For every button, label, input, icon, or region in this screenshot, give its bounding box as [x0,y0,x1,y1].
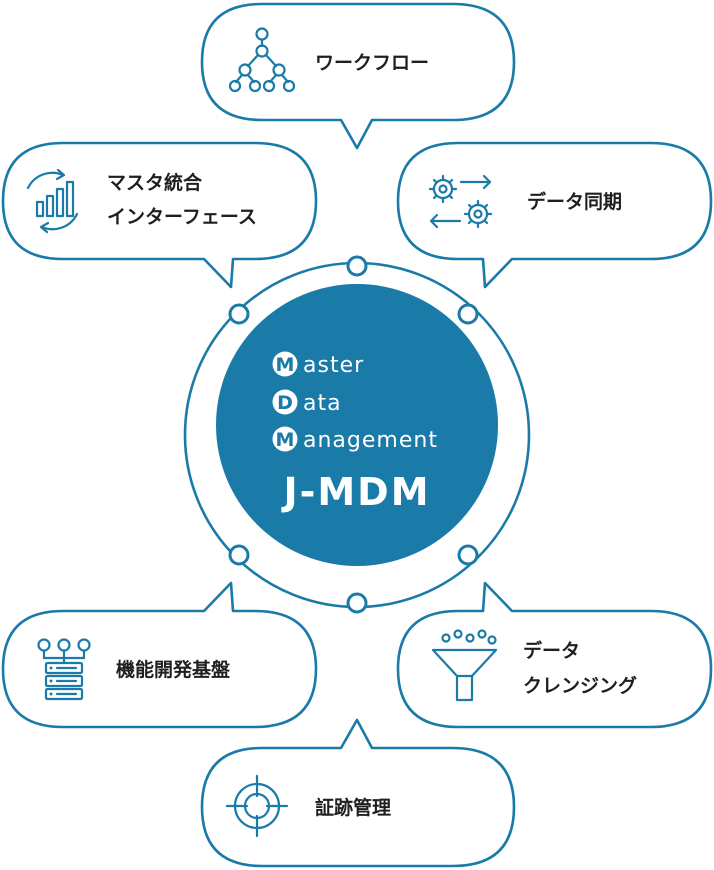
bubble-label: マスタ統合 [107,171,203,194]
bubble-label: 証跡管理 [315,796,391,819]
bubble-label: 機能開発基盤 [116,658,231,681]
ring-node-top-right [457,303,479,325]
core-initial: D [277,392,293,414]
bubble-data-cleansing: データ クレンジング [396,581,713,729]
chart-cycle-icon [26,168,79,234]
server-rack-icon [37,638,91,701]
bubble-audit: 証跡管理 [200,718,516,868]
core-initial: M [276,354,295,376]
workflow-tree-icon [228,27,296,93]
ring-nodes [228,255,479,614]
ring-node-bottom-right [457,544,479,566]
bubble-platform: 機能開発基盤 [1,581,318,729]
bubble-master-integration: マスタ統合 インターフェース [1,141,318,289]
core-title: J-MDM [280,470,430,514]
core-word: aster [303,353,364,378]
core-initial-badge [272,426,298,452]
bubble-label: データ同期 [527,190,622,213]
bubble-workflow: ワークフロー [200,2,516,150]
bubble-label: インターフェース [107,206,257,228]
crosshair-target-icon [225,774,289,838]
core-initial-badge [272,351,298,377]
ring-node-top-left [228,303,250,325]
bubble-label: クレンジング [523,674,637,697]
ring-node-bottom-left [228,544,250,566]
bubble-label: データ [523,639,580,662]
core-word: anagement [303,428,438,453]
core-circle: M aster D ata M anagement J-MDM [216,284,498,566]
core-initial: M [276,429,295,451]
funnel-filter-icon [431,629,498,702]
core-word: ata [303,391,342,416]
gears-sync-icon [428,174,493,229]
ring-node-top [346,255,368,277]
ring-node-bottom [346,592,368,614]
core-initial-badge [272,389,298,415]
bubble-data-sync: データ同期 [396,141,713,289]
bubble-label: ワークフロー [315,52,429,74]
